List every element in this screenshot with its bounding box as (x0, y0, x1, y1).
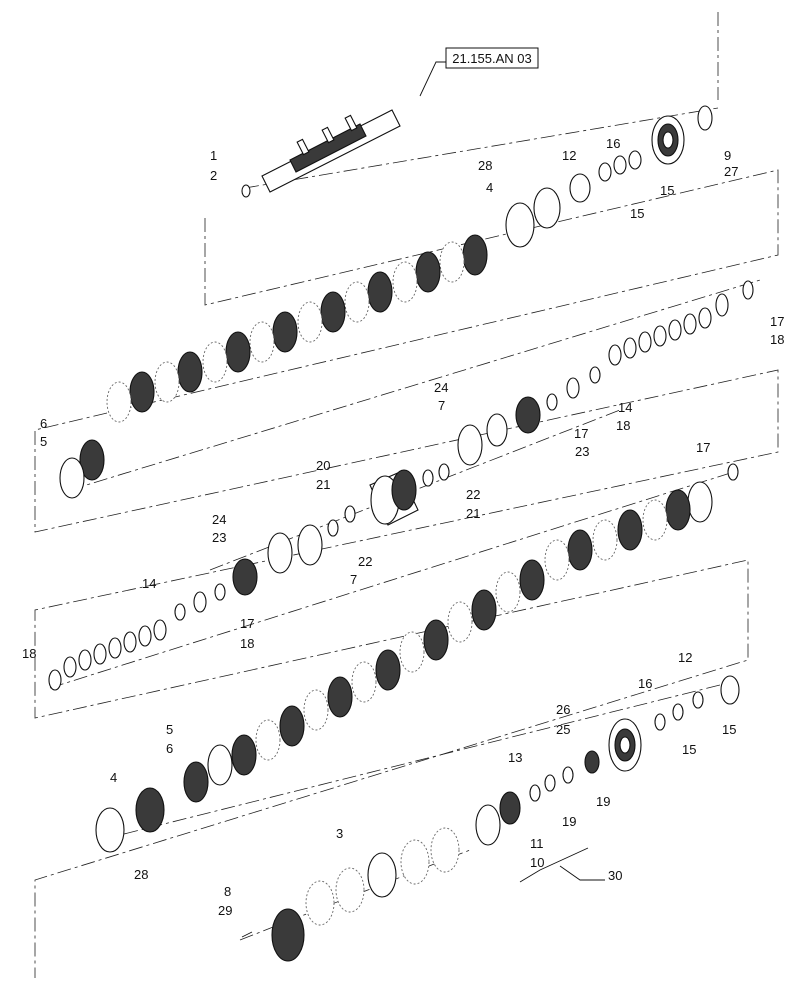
callout: 19 (596, 794, 610, 809)
callout: 9 (724, 148, 731, 163)
callout: 10 (530, 855, 544, 870)
part-2 (241, 184, 251, 198)
part-12 (569, 173, 591, 203)
callout: 23 (575, 444, 589, 459)
part-16 (613, 155, 627, 175)
callout: 17 (574, 426, 588, 441)
kit-bracket-30 (519, 847, 605, 883)
callout: 12 (562, 148, 576, 163)
callout: 17 (696, 440, 710, 455)
callout: 21 (466, 506, 480, 521)
callout: 24 (212, 512, 226, 527)
ring-stack-2 (457, 280, 754, 466)
callout: 23 (212, 530, 226, 545)
callout: 16 (606, 136, 620, 151)
gear-27 (651, 115, 685, 165)
callout: 6 (40, 416, 47, 431)
callout: 7 (350, 572, 357, 587)
callout: 20 (316, 458, 330, 473)
callout: 15 (722, 722, 736, 737)
clutch-drum-20 (369, 469, 419, 526)
callout: 5 (40, 434, 47, 449)
callout: 18 (616, 418, 630, 433)
callout: 28 (134, 867, 148, 882)
clutch-disc-stack-4 (183, 463, 739, 803)
callout: 26 (556, 702, 570, 717)
callout: 4 (110, 770, 117, 785)
part-4 (505, 202, 535, 248)
part-15a (628, 150, 642, 170)
row-6-parts (241, 827, 460, 962)
row-5-parts (95, 675, 740, 853)
gear-26 (608, 718, 642, 772)
callout: 15 (660, 183, 674, 198)
callout: 14 (618, 400, 632, 415)
row-1-parts (241, 105, 713, 248)
part-28 (533, 187, 561, 229)
callout: 17 (240, 616, 254, 631)
callout: 6 (166, 741, 173, 756)
callout: 30 (608, 868, 622, 883)
callout: 11 (530, 836, 544, 851)
frame-lines (34, 12, 779, 978)
callout: 18 (770, 332, 784, 347)
part-9 (697, 105, 713, 131)
callout: 15 (682, 742, 696, 757)
callout: 15 (630, 206, 644, 221)
reference-label: 21.155.AN 03 (452, 51, 532, 66)
callout: 7 (438, 398, 445, 413)
callout: 14 (142, 576, 156, 591)
main-shaft (261, 109, 401, 193)
callout-labels: 1 2 4 28 12 16 15 15 9 27 17 18 6 5 24 7… (22, 136, 784, 918)
callout: 2 (210, 168, 217, 183)
callout: 27 (724, 164, 738, 179)
ring-stack-4 (48, 619, 167, 691)
callout: 13 (508, 750, 522, 765)
clutch-disc-stack-1 (59, 234, 488, 499)
callout: 17 (770, 314, 784, 329)
callout: 1 (210, 148, 217, 163)
callout: 4 (486, 180, 493, 195)
callout: 18 (240, 636, 254, 651)
callout: 24 (434, 380, 448, 395)
callout: 8 (224, 884, 231, 899)
callout: 19 (562, 814, 576, 829)
callout: 22 (358, 554, 372, 569)
callout: 21 (316, 477, 330, 492)
callout: 16 (638, 676, 652, 691)
part-15b (598, 162, 612, 182)
reference-box: 21.155.AN 03 (419, 47, 539, 97)
callout: 22 (466, 487, 480, 502)
callout: 5 (166, 722, 173, 737)
callout: 28 (478, 158, 492, 173)
callout: 25 (556, 722, 570, 737)
callout: 29 (218, 903, 232, 918)
callout: 12 (678, 650, 692, 665)
callout: 18 (22, 646, 36, 661)
row-3-rings (174, 463, 450, 621)
callout: 3 (336, 826, 343, 841)
